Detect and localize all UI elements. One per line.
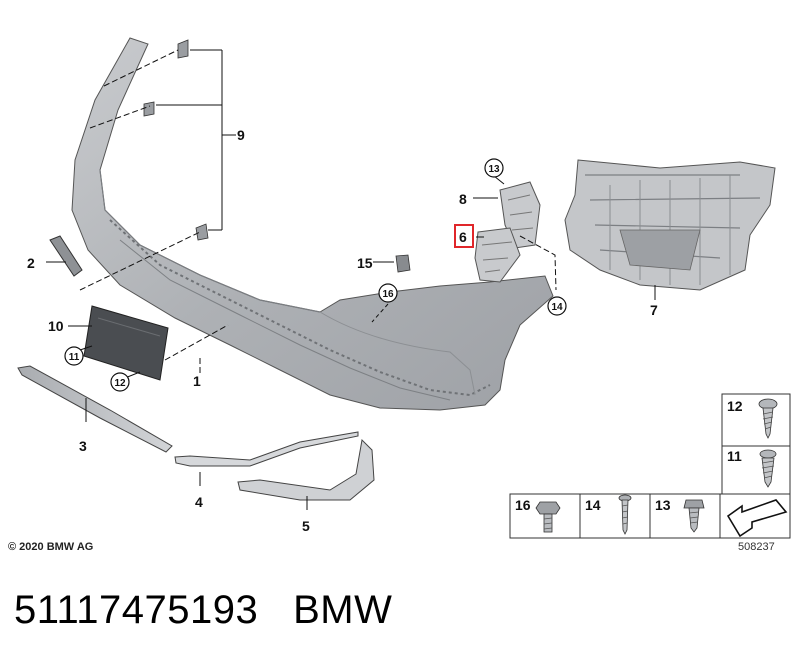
callout-13[interactable]: 13 xyxy=(484,158,504,178)
part-label-5[interactable]: 5 xyxy=(302,518,310,534)
svg-text:11: 11 xyxy=(69,352,80,363)
svg-text:14: 14 xyxy=(551,302,563,313)
callout-14[interactable]: 14 xyxy=(547,296,567,316)
callout-12[interactable]: 12 xyxy=(110,372,130,392)
orientation-arrow-icon xyxy=(726,499,788,538)
legend-label-12[interactable]: 12 xyxy=(727,398,743,414)
part-label-1[interactable]: 1 xyxy=(193,373,201,389)
part-number: 51117475193 xyxy=(14,588,259,632)
svg-text:16: 16 xyxy=(382,289,394,300)
part-label-15[interactable]: 15 xyxy=(357,255,373,271)
part-label-2[interactable]: 2 xyxy=(27,255,35,271)
part-label-8[interactable]: 8 xyxy=(459,191,467,207)
license-plate-base-shape xyxy=(83,305,169,381)
diagram-reference-number: 508237 xyxy=(738,541,775,553)
callout-16[interactable]: 16 xyxy=(378,283,398,303)
lower-trim-shape xyxy=(237,438,375,501)
svg-text:12: 12 xyxy=(114,378,126,389)
part-label-7[interactable]: 7 xyxy=(650,302,658,318)
clip-shapes xyxy=(143,39,209,241)
chrome-trim-shape xyxy=(174,431,359,467)
legend-label-16[interactable]: 16 xyxy=(515,497,531,513)
legend-label-11[interactable]: 11 xyxy=(727,448,742,464)
fastener-legend: 12 11 16 14 13 xyxy=(509,393,791,539)
bumper-carrier-shape xyxy=(564,159,776,291)
legend-label-13[interactable]: 13 xyxy=(655,497,671,513)
bumper-cover-shape xyxy=(71,37,554,411)
screw-12-icon xyxy=(758,398,778,439)
screw-14-icon xyxy=(618,494,632,535)
part-label-4[interactable]: 4 xyxy=(195,494,203,510)
highlight-box xyxy=(454,224,474,248)
trim-strip-shape xyxy=(17,365,173,453)
part-label-9[interactable]: 9 xyxy=(237,127,245,143)
screw-13-icon xyxy=(683,499,705,533)
exploded-view: 2 3 4 5 1 10 9 15 8 6 7 11 12 16 13 14 1… xyxy=(17,37,791,539)
clip-15-shape xyxy=(395,254,411,273)
screw-11-icon xyxy=(759,449,777,488)
bolt-16-icon xyxy=(535,501,561,533)
copyright-text: © 2020 BMW AG xyxy=(8,541,94,553)
legend-label-14[interactable]: 14 xyxy=(585,497,601,513)
part-label-6[interactable]: 6 xyxy=(459,229,467,245)
callout-11[interactable]: 11 xyxy=(64,346,84,366)
air-duct-lower-shape xyxy=(474,227,521,283)
part-label-10[interactable]: 10 xyxy=(48,318,64,334)
part-label-3[interactable]: 3 xyxy=(79,438,87,454)
reflector-shape xyxy=(49,235,83,277)
svg-text:13: 13 xyxy=(488,164,500,175)
brand-name: BMW xyxy=(293,588,393,632)
part-number-caption: 51117475193 BMW xyxy=(14,588,392,633)
